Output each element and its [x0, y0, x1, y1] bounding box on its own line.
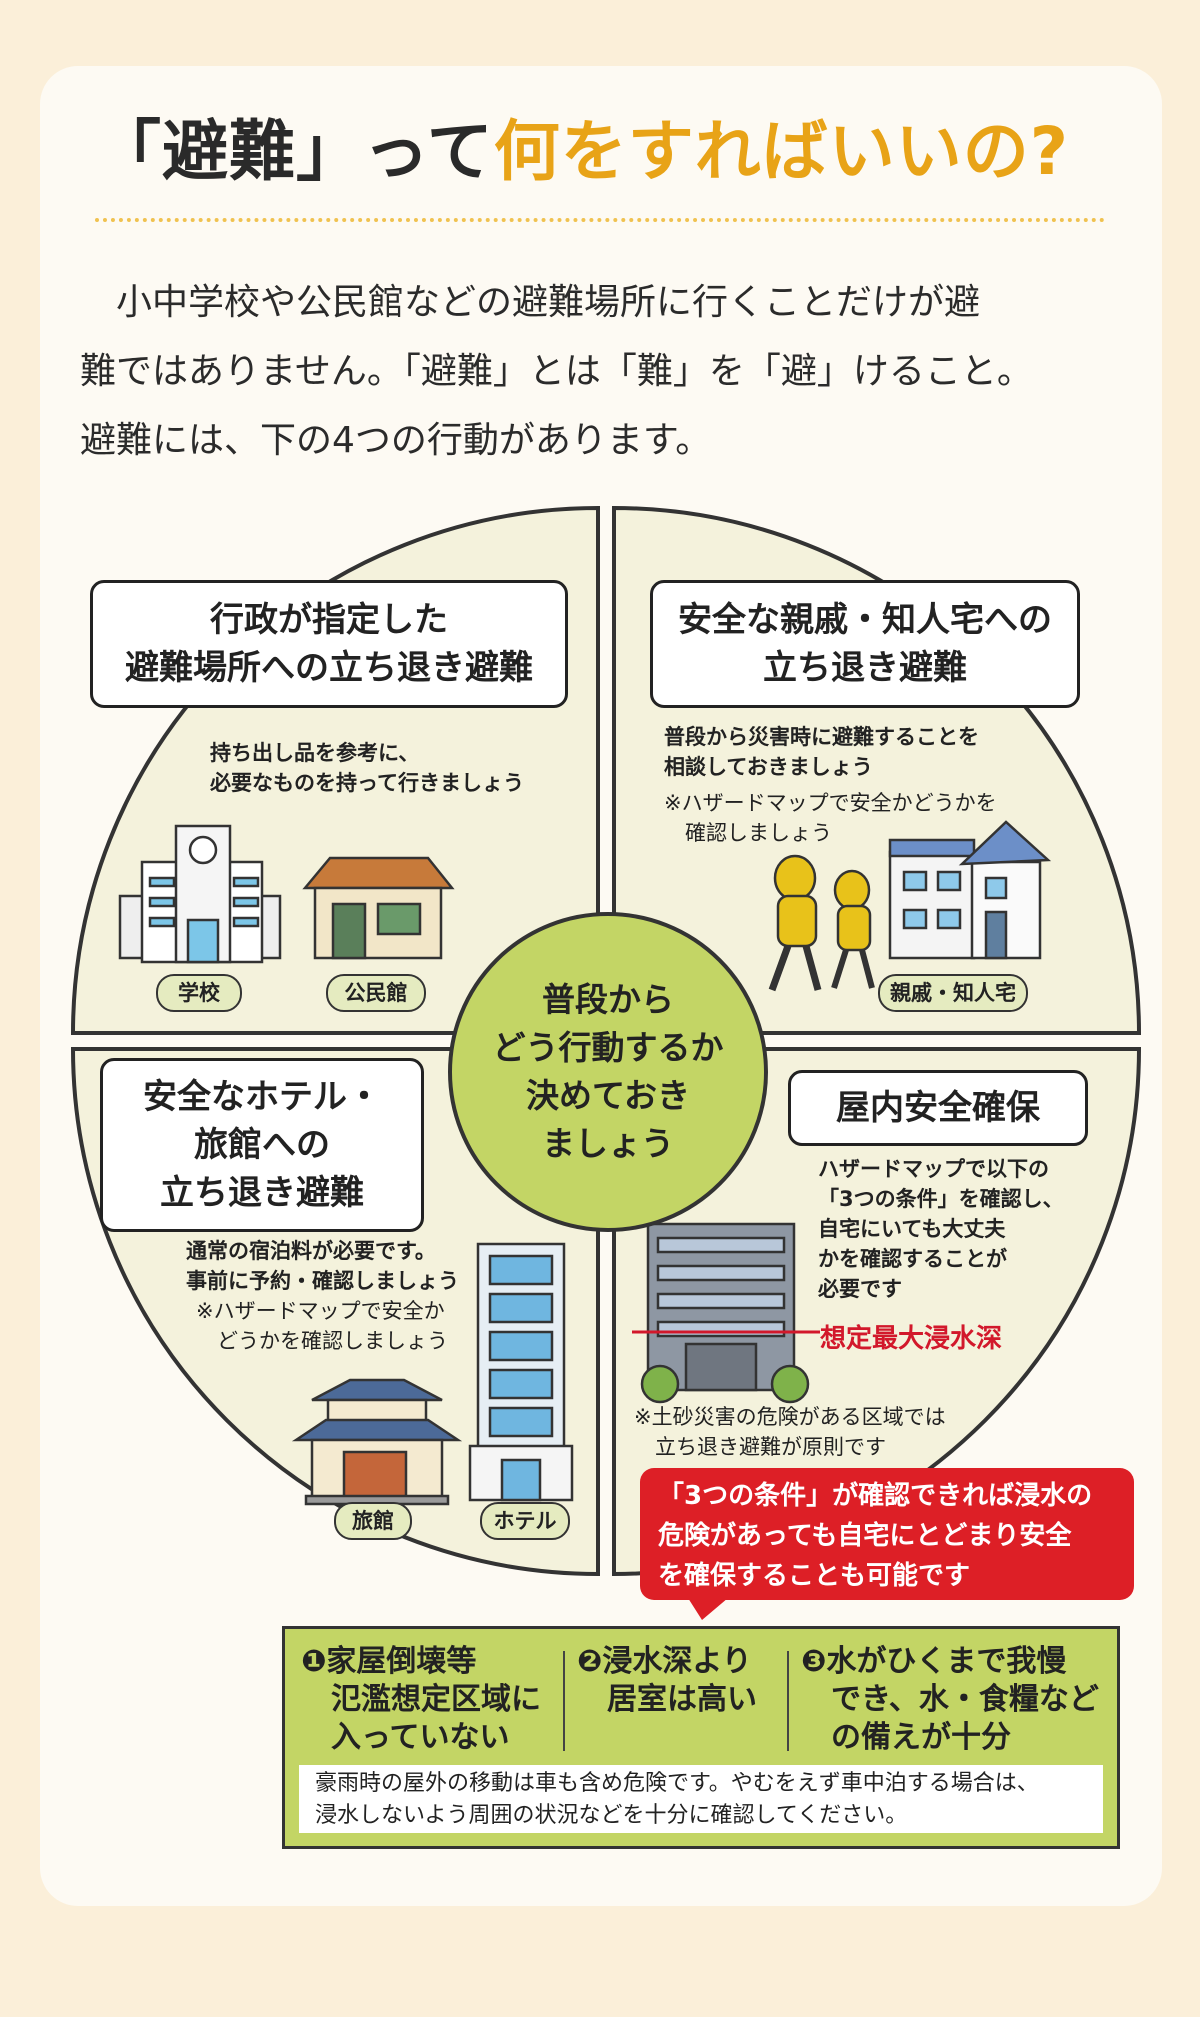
dotted-divider — [95, 218, 1105, 222]
note-hotel: 通常の宿泊料が必要です。 事前に予約・確認しましょう — [186, 1239, 459, 1293]
label-indoor-safety: 屋内安全確保 — [788, 1070, 1088, 1146]
intro-line: 避難には、下の4つの行動があります。 — [80, 420, 712, 461]
car-warning: 豪雨時の屋外の移動は車も含め危険です。やむをえず車中泊する場合は、 浸水しないよ… — [299, 1765, 1103, 1833]
note-relatives: 普段から災害時に避難することを 相談しておきましょう — [664, 725, 979, 779]
condition-2: ❷浸水深より 居室は高い — [577, 1644, 757, 1717]
title-part1: 「避難」って — [95, 113, 494, 190]
condition-3: ❸水がひくまで我慢 でき、水・食糧など の備えが十分 — [801, 1644, 1099, 1755]
label-designated-shelter: 行政が指定した 避難場所への立ち退き避難 — [90, 580, 568, 708]
max-flood-depth-label: 想定最大浸水深 — [820, 1324, 1003, 1354]
subnote-indoor: ※土砂災害の危険がある区域では 立ち退き避難が原則です — [634, 1405, 946, 1459]
condition-1: ❶家屋倒壊等 氾濫想定区域に 入っていない — [301, 1644, 541, 1755]
walking-people-illustration — [768, 854, 875, 992]
callout-tail — [688, 1598, 728, 1620]
apartment-building-illustration — [640, 1222, 810, 1404]
note-shelter: 持ち出し品を参考に、 必要なものを持って行きましょう — [210, 741, 524, 795]
label-hotel-ryokan: 安全なホテル・ 旅館への 立ち退き避難 — [100, 1058, 424, 1232]
intro-line: 難ではありません。「避難」とは「難」を「避」けること。 — [80, 351, 1033, 392]
ryokan-illustration — [291, 1378, 463, 1506]
intro-line: 小中学校や公民館などの避難場所に行くことだけが避 — [80, 282, 981, 323]
intro-paragraph: 小中学校や公民館などの避難場所に行くことだけが避 難ではありません。「避難」とは… — [80, 268, 1120, 475]
label-relatives-home: 安全な親戚・知人宅への 立ち退き避難 — [650, 580, 1080, 708]
hotel-illustration — [468, 1242, 574, 1502]
conditions-callout: 「3つの条件」が確認できれば浸水の 危険があっても自宅にとどまり安全 を確保する… — [640, 1468, 1134, 1600]
tag-hotel: ホテル — [480, 1502, 570, 1540]
school-illustration — [118, 824, 282, 964]
note-indoor: ハザードマップで以下の 「3つの条件」を確認し、 自宅にいても大丈夫 かを確認す… — [818, 1157, 1064, 1301]
condition-divider — [787, 1651, 789, 1751]
condition-divider — [563, 1651, 565, 1751]
tag-school: 学校 — [156, 974, 242, 1012]
title-part2: 何をすればいいの? — [493, 113, 1069, 190]
page-title: 「避難」って何をすればいいの? — [95, 98, 1069, 194]
subnote-hotel: ※ハザードマップで安全か どうかを確認しましょう — [196, 1299, 448, 1353]
tag-relatives-home: 親戚・知人宅 — [878, 974, 1028, 1012]
tag-ryokan: 旅館 — [334, 1502, 412, 1540]
subnote-relatives: ※ハザードマップで安全かどうかを 確認しましょう — [664, 791, 997, 845]
community-center-illustration — [302, 856, 455, 960]
center-message: 普段から どう行動するか 決めておき ましょう — [448, 912, 768, 1232]
relatives-house-illustration — [888, 820, 1052, 960]
conditions-box: ❶家屋倒壊等 氾濫想定区域に 入っていない ❷浸水深より 居室は高い ❸水がひく… — [282, 1626, 1120, 1849]
tag-community-center: 公民館 — [326, 974, 426, 1012]
